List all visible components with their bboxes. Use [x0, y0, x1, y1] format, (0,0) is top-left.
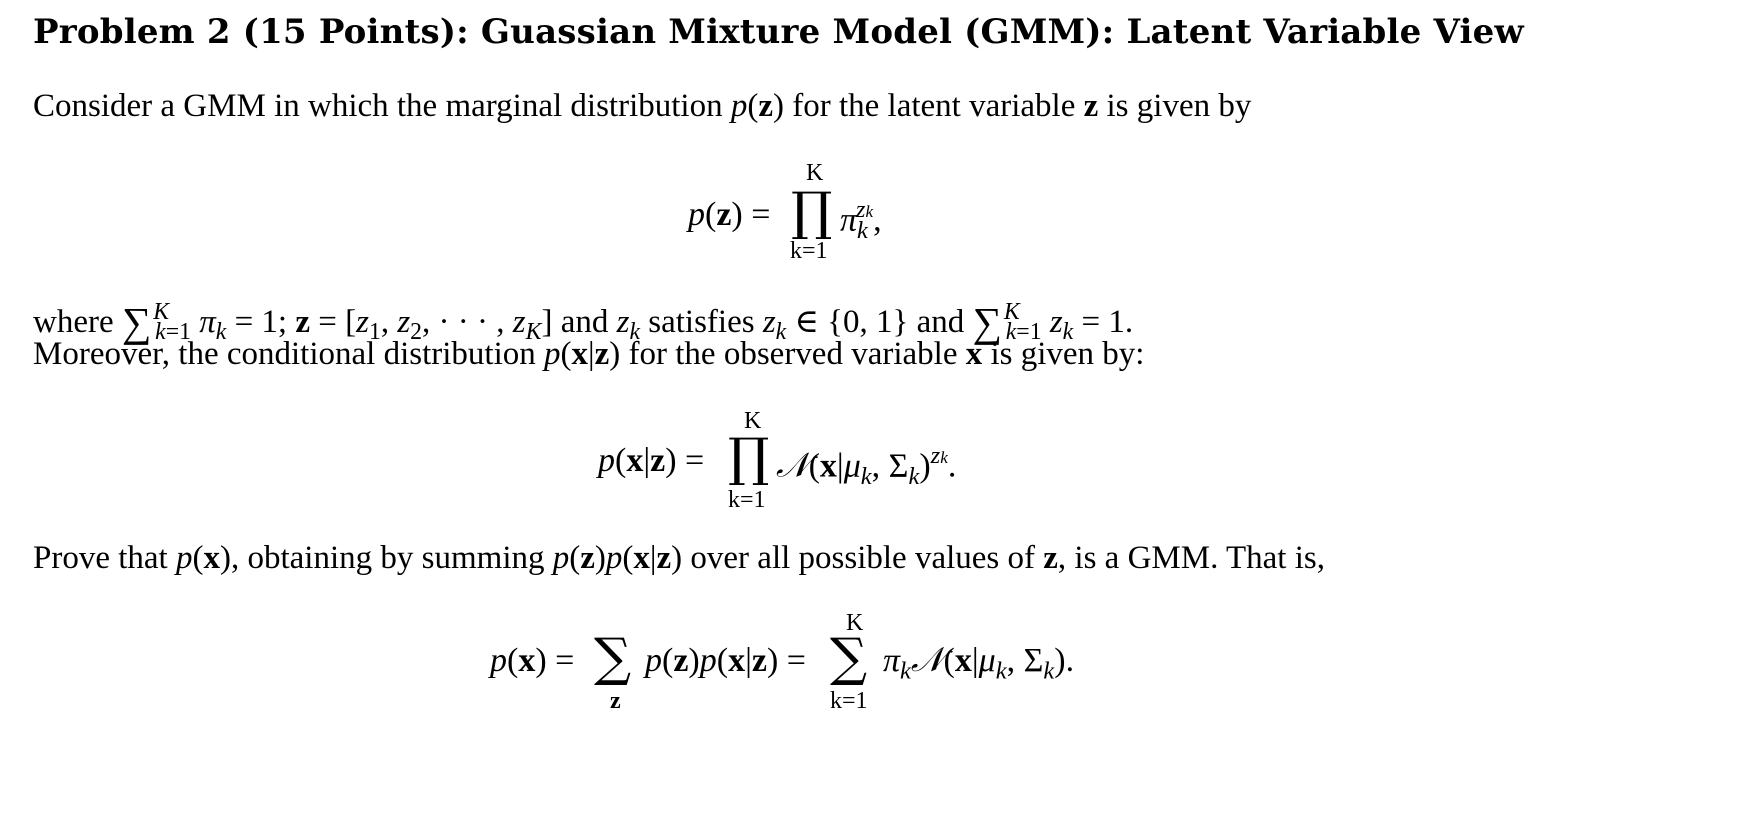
moreover-paragraph: Moreover, the conditional distribution p…: [33, 336, 1145, 372]
zk-domain: zk ∈ {0, 1}: [762, 303, 909, 345]
sum-symbol: ∑: [594, 628, 632, 688]
eq1-upper-limit: K: [806, 160, 824, 186]
sum-pi-constraint: ∑Kk=1 πk = 1; z = [z1, z2, · · · , zK]: [121, 298, 553, 345]
prove-paragraph: Prove that p(x), obtaining by summing p(…: [33, 540, 1325, 576]
intro-text-1: Consider a GMM in which the marginal dis…: [33, 88, 731, 124]
intro-text-2: for the latent variable: [783, 88, 1084, 124]
product-symbol: ∏: [791, 182, 833, 242]
eq2-rhs: 𝒩(x|μk, Σk)zk.: [776, 442, 957, 490]
eq3-middle: p(z)p(x|z) =: [645, 642, 806, 679]
math-z: z: [1083, 88, 1099, 124]
eq3-lhs: p(x) =: [490, 642, 575, 679]
eq2-lhs: p(x|z) =: [598, 442, 705, 479]
sum-z-constraint: ∑Kk=1 zk = 1.: [972, 298, 1134, 345]
where-paragraph: where ∑Kk=1 πk = 1; z = [z1, z2, · · · ,…: [33, 298, 1134, 345]
sum-symbol: ∑: [830, 628, 868, 688]
eq3-lower-limit: k=1: [830, 688, 868, 714]
eq3-rhs: πk𝒩(x|μk, Σk).: [883, 642, 1075, 685]
eq2-lower-limit: k=1: [728, 487, 766, 513]
math-p-z: p: [730, 88, 748, 124]
eq3-lower-limit-z: z: [610, 688, 621, 714]
eq3-upper-limit: K: [846, 610, 864, 636]
intro-paragraph: Consider a GMM in which the marginal dis…: [33, 88, 1252, 124]
eq1-lower-limit: k=1: [790, 238, 828, 264]
product-symbol: ∏: [728, 428, 770, 488]
eq1-rhs: πkzk,: [840, 196, 882, 244]
intro-text-3: is given by: [1098, 88, 1252, 124]
problem-title: Problem 2 (15 Points): Guassian Mixture …: [33, 12, 1524, 52]
eq2-upper-limit: K: [744, 408, 762, 434]
eq1-lhs: p(z) =: [688, 196, 771, 233]
